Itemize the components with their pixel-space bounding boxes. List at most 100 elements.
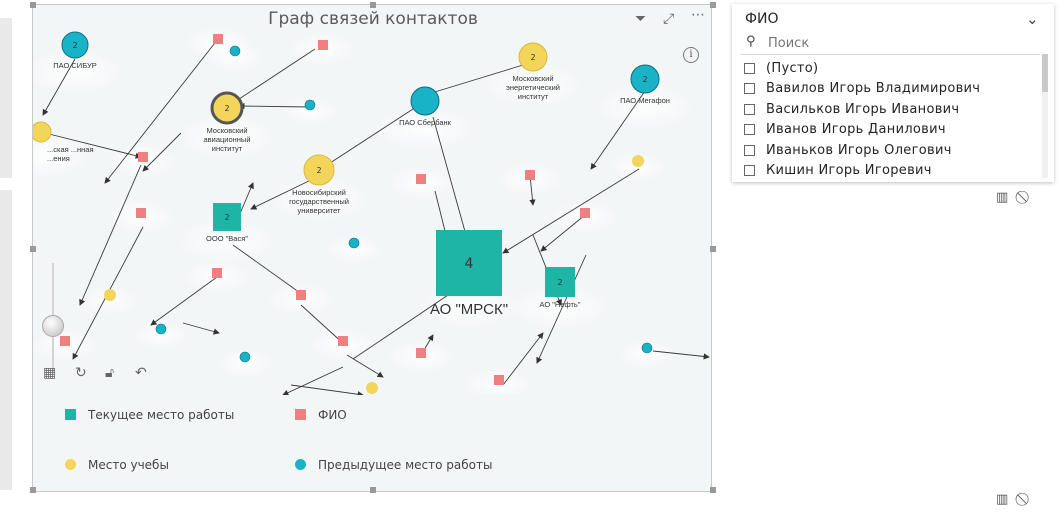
prev-work-node[interactable] <box>304 99 316 111</box>
sber-node[interactable] <box>410 86 440 116</box>
checkbox[interactable] <box>744 165 755 177</box>
label-halo <box>177 115 277 159</box>
person-node[interactable] <box>213 34 223 44</box>
vasya-node[interactable] <box>213 203 241 231</box>
graph-edge <box>282 366 344 395</box>
node-count: 4 <box>465 256 474 272</box>
prev-work-node[interactable] <box>155 323 167 335</box>
resize-handle[interactable] <box>30 246 36 252</box>
slicer-item[interactable]: Васильков Игорь Иванович <box>744 99 1034 120</box>
label-halo <box>217 349 273 377</box>
visual-analytics-icon[interactable]: ▥ <box>996 190 1009 205</box>
label-halo <box>510 285 610 329</box>
prev-work-node[interactable] <box>641 342 653 354</box>
filter-icon[interactable]: ⏷ <box>635 11 647 27</box>
person-node[interactable] <box>416 174 426 184</box>
scrollbar-track[interactable] <box>1042 54 1048 178</box>
node-label: Московский <box>512 74 553 83</box>
resize-handle[interactable] <box>370 487 376 493</box>
study-node[interactable] <box>104 289 116 301</box>
background-panel <box>0 18 12 178</box>
fit-view-icon[interactable]: ▦ <box>43 365 57 381</box>
ngu-node[interactable] <box>303 154 335 186</box>
label-halo <box>619 340 675 368</box>
person-node[interactable] <box>338 336 348 346</box>
node-count: 2 <box>224 213 229 222</box>
node-count: 2 <box>224 104 229 113</box>
checkbox[interactable] <box>744 103 755 115</box>
refresh-icon[interactable]: ↻ <box>75 365 87 381</box>
label-halo <box>133 321 189 349</box>
prev-work-node[interactable] <box>229 45 241 57</box>
neft-node[interactable] <box>545 267 575 297</box>
legend-item-prev: Предыдущее место работы <box>295 458 492 472</box>
unlock-icon[interactable]: 🔓︎ <box>105 365 115 381</box>
prev-work-node[interactable] <box>348 237 360 249</box>
node-label: АО "Нефть" <box>539 300 580 309</box>
label-halo <box>595 85 695 129</box>
person-node[interactable] <box>60 336 70 346</box>
resize-handle[interactable] <box>30 2 36 8</box>
person-node[interactable] <box>138 152 148 162</box>
node-label: АО "МРСК" <box>430 301 508 318</box>
resize-handle[interactable] <box>30 487 36 493</box>
legend-item-person: ФИО <box>295 408 347 422</box>
person-node[interactable] <box>525 170 535 180</box>
node-label: ...ения <box>47 154 70 163</box>
slicer-item[interactable]: Иваньков Игорь Олегович <box>744 140 1034 161</box>
graph-edge <box>104 38 219 184</box>
slicer-item[interactable]: (Пусто) <box>744 58 1034 79</box>
person-nodes <box>60 34 653 394</box>
mai-node[interactable] <box>210 91 244 125</box>
search-input[interactable] <box>768 36 1018 51</box>
prev-work-node[interactable] <box>239 351 251 363</box>
person-node[interactable] <box>136 208 146 218</box>
person-node[interactable] <box>416 348 426 358</box>
left_study-node[interactable] <box>33 121 52 143</box>
checkbox[interactable] <box>744 83 755 95</box>
chevron-down-icon[interactable]: ⌄ <box>1026 10 1039 28</box>
mei-node[interactable] <box>518 42 548 72</box>
zoom-slider-knob[interactable] <box>42 315 64 337</box>
slicer-item-label: Иванов Игорь Данилович <box>766 122 946 138</box>
more-options-icon[interactable]: ⋯ <box>691 7 705 23</box>
slicer-title: ФИО <box>745 11 779 27</box>
legend-swatch <box>295 409 306 420</box>
sibur-node[interactable] <box>61 31 89 59</box>
graph-edge <box>540 214 586 252</box>
resize-handle[interactable] <box>710 2 716 8</box>
node-label: институт <box>212 144 243 153</box>
fio-slicer[interactable]: ФИО ⌄ ⚲ (Пусто) Вавилов Игорь Владимиров… <box>732 4 1054 182</box>
info-icon[interactable]: i <box>683 47 699 63</box>
checkbox[interactable] <box>744 62 755 74</box>
study-node[interactable] <box>632 155 644 167</box>
resize-handle[interactable] <box>710 487 716 493</box>
study-node[interactable] <box>366 382 378 394</box>
megafon-node[interactable] <box>630 64 660 94</box>
slicer-list: (Пусто) Вавилов Игорь Владимирович Васил… <box>744 58 1034 181</box>
slicer-item[interactable]: Вавилов Игорь Владимирович <box>744 79 1034 100</box>
slicer-item[interactable]: Иванов Игорь Данилович <box>744 120 1034 141</box>
checkbox[interactable] <box>744 124 755 136</box>
graph-edge <box>346 354 384 378</box>
person-node[interactable] <box>212 268 222 278</box>
mrsk-node[interactable] <box>436 230 502 296</box>
divider <box>740 54 1040 55</box>
visual-analytics-icon[interactable]: ▥ <box>996 492 1009 507</box>
label-halo <box>207 43 263 71</box>
resize-handle[interactable] <box>370 2 376 8</box>
person-node[interactable] <box>494 375 504 385</box>
node-label: энергетический <box>506 83 560 92</box>
scrollbar-thumb[interactable] <box>1042 54 1048 92</box>
legend-label: Место учебы <box>88 458 169 472</box>
checkbox[interactable] <box>744 144 755 156</box>
focus-mode-icon[interactable]: ⤢ <box>663 11 675 27</box>
person-node[interactable] <box>296 290 306 300</box>
person-node[interactable] <box>580 208 590 218</box>
slicer-item[interactable]: Кишин Игорь Игоревич <box>744 161 1034 182</box>
undo-icon[interactable]: ↶ <box>135 365 147 381</box>
person-node[interactable] <box>318 40 328 50</box>
resize-handle[interactable] <box>710 246 716 252</box>
